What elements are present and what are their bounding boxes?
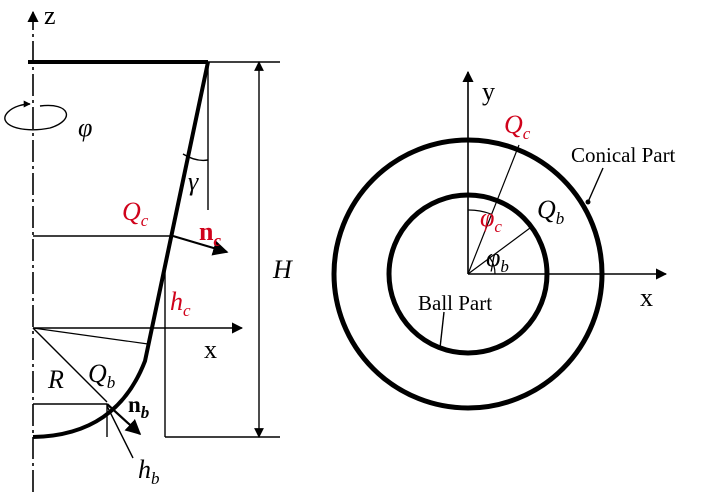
conical-part-label: Conical Part	[571, 143, 676, 167]
ball-part-label: Ball Part	[418, 291, 492, 315]
qb-label-top: Qb	[537, 195, 564, 228]
conical-part-dot	[585, 199, 591, 205]
nb-normal-arrow	[106, 403, 142, 436]
radius-line	[32, 327, 108, 403]
ball-part-leader	[439, 311, 445, 349]
phic-arc	[467, 209, 492, 215]
z-axis-label: z	[44, 1, 56, 30]
top-view: y x Qc Qb φc φb Conical Part Ball Part	[331, 70, 676, 411]
hc-label: hc	[170, 287, 191, 320]
qc-label-top: Qc	[504, 110, 531, 143]
phib-arc	[489, 257, 496, 275]
hb-leader-line	[106, 405, 134, 459]
radius-label: R	[47, 365, 64, 394]
gamma-arc	[182, 153, 209, 162]
height-label: H	[272, 255, 293, 284]
phi-label: φ	[78, 113, 92, 142]
phib-label: φb	[486, 243, 509, 276]
hb-label: hb	[138, 455, 160, 488]
x-axis-label: x	[204, 335, 217, 364]
y-axis-label: y	[482, 77, 495, 106]
side-profile-view: z φ H γ Qc nc hc x	[4, 1, 293, 492]
rotation-arrow-icon	[4, 100, 68, 131]
qb-radial-line	[467, 227, 531, 275]
nc-normal-arrow	[172, 234, 229, 256]
qc-radial-line	[467, 144, 520, 275]
x-axis-label-top: x	[640, 283, 653, 312]
gamma-label: γ	[188, 167, 199, 196]
nb-label: nb	[128, 392, 149, 422]
qc-label: Qc	[122, 197, 149, 230]
nc-label: nc	[199, 217, 221, 250]
qb-label: Qb	[88, 359, 115, 392]
phic-label: φc	[480, 203, 502, 236]
conical-part-leader	[587, 167, 604, 203]
construction-line	[32, 327, 149, 345]
